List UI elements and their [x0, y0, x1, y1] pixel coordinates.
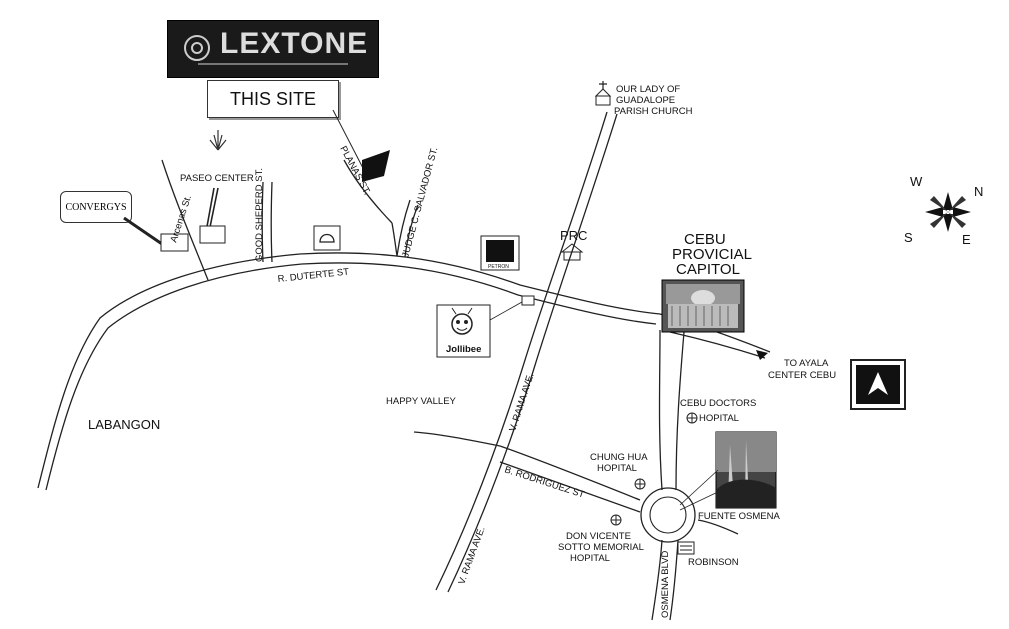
compass-w: W [910, 174, 923, 189]
ayala-logo [850, 359, 906, 410]
labangon-label: LABANGON [88, 417, 160, 432]
capitol-label-1: CEBU [684, 231, 726, 248]
capitol-label-3: CAPITOL [676, 261, 740, 278]
doctors-label-2: HOPITAL [699, 413, 739, 424]
church-icon [594, 81, 612, 106]
church-label-3: PARISH CHURCH [614, 106, 693, 117]
compass-n: N [974, 184, 983, 199]
convergys-label: CONVERGYS [60, 191, 132, 223]
this-site-marker [362, 150, 390, 182]
chunghua-hospital-icon [634, 478, 646, 490]
side-streets [161, 159, 419, 281]
ayala-label-1: TO AYALA [784, 358, 829, 369]
prc-label: PRC [560, 228, 587, 243]
jollibee-label: Jollibee [446, 344, 481, 355]
sotto-hospital-icon [610, 514, 622, 526]
fuente-osmena-rotunda [640, 487, 696, 543]
lextone-logo: LEXTONE [167, 20, 379, 78]
road-rodriguez [413, 431, 641, 513]
happy-valley-label: HAPPY VALLEY [386, 396, 457, 407]
chunghua-label-1: CHUNG HUA [590, 452, 648, 463]
rodriguez-st-label: B. RODRIGUEZ ST [503, 464, 586, 500]
sotto-label-1: DON VICENTE [566, 531, 631, 542]
compass-e: E [962, 232, 971, 247]
prc-building-icon [560, 243, 584, 261]
church-label-1: OUR LADY OF [616, 84, 680, 95]
fuente-osmena-label: FUENTE OSMENA [698, 511, 780, 522]
fuente-osmena-photo [715, 431, 777, 509]
robinson-icon [677, 541, 695, 555]
sotto-label-3: HOPITAL [570, 553, 610, 564]
capitol-photo [661, 279, 745, 333]
petron-station-icon: PETRON [480, 235, 520, 271]
convergys-building [160, 233, 189, 252]
paseo-center-label: PASEO CENTER [180, 173, 254, 184]
road-duterte [37, 252, 661, 491]
doctors-hospital-icon [686, 412, 698, 424]
jollibee-store-marker [521, 295, 535, 306]
road-osmena [651, 329, 685, 621]
robinson-label: ROBINSON [688, 557, 739, 568]
ayala-label-2: CENTER CEBU [768, 370, 836, 381]
road-v-rama [435, 111, 618, 593]
ayala-direction-arrow [756, 350, 768, 360]
shell-station-icon [313, 225, 341, 251]
doctors-label-1: CEBU DOCTORS [680, 398, 756, 409]
compass-s: S [904, 230, 913, 245]
jollibee-logo [436, 304, 491, 358]
lextone-logo-icon [184, 35, 210, 61]
osmena-blvd-label: OSMENA BLVD [660, 550, 671, 618]
sotto-label-2: SOTTO MEMORIAL [558, 542, 644, 553]
good-shepherd-st-label: GOOD SHEPERD ST. [254, 168, 265, 262]
paseo-center-icon [199, 130, 227, 244]
capitol-label-2: PROVICIAL [672, 246, 752, 263]
church-label-2: GUADALOPE [616, 95, 675, 106]
chunghua-label-2: HOPITAL [597, 463, 637, 474]
judge-salvador-st-label: JUDGE C. SALVADOR ST. [400, 146, 440, 259]
svg-text:PETRON: PETRON [488, 264, 509, 270]
logo-text: LEXTONE [220, 27, 369, 60]
this-site-callout: THIS SITE [207, 80, 339, 118]
duterte-st-label: R. DUTERTE ST [277, 267, 350, 285]
compass-rose-icon [925, 192, 971, 232]
